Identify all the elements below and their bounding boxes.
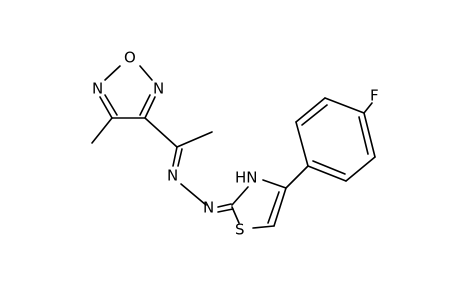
bond-ph-c3-c4 xyxy=(324,97,365,114)
bond-c-n-double-a xyxy=(172,146,178,167)
atom-label-oxadiazole-o: O xyxy=(124,49,136,67)
bond-c2-nh xyxy=(231,186,249,206)
atom-label-hydrazone-n1: N xyxy=(167,167,178,185)
oxadiazole-ring xyxy=(99,65,156,119)
bond-ph-c1-c2 xyxy=(295,121,309,167)
bond-o-n-right xyxy=(139,65,153,81)
bond-c3-imine-c xyxy=(144,117,178,148)
bond-n-n xyxy=(180,183,207,206)
bond-n-left-c4 xyxy=(99,96,113,119)
hydrazone-linker xyxy=(144,117,234,213)
bond-s-c2 xyxy=(231,206,240,224)
thiazole-ring xyxy=(231,179,287,229)
atom-label-thiazole-s: S xyxy=(235,221,245,239)
bond-ph-c5-c6 xyxy=(345,156,376,182)
bond-ph-c4-c5 xyxy=(363,112,376,158)
bond-thiazole-phenyl xyxy=(285,165,309,189)
bond-c4-c5 xyxy=(273,187,287,227)
bond-ph-c6-c1 xyxy=(307,165,347,182)
atom-label-oxadiazole-n-right: N xyxy=(153,80,164,98)
bond-c-n-double-b xyxy=(177,148,183,167)
bond-imine-methyl xyxy=(176,131,213,148)
atom-label-hydrazone-n2: N xyxy=(203,199,214,217)
bond-n-left-c4-double xyxy=(104,94,118,116)
bond-ph-c4-f xyxy=(363,102,373,114)
bond-c4-c5-double xyxy=(267,191,280,224)
bond-ph-c2-c3 xyxy=(295,97,326,123)
bond-n-right-c3-double xyxy=(139,94,151,116)
bond-n-c2-double-a xyxy=(217,203,232,208)
fluorophenyl-ring xyxy=(285,97,376,189)
bond-o-n-left xyxy=(104,65,121,81)
bond-c5-s xyxy=(252,225,275,229)
bond-ph-double-3 xyxy=(312,160,346,175)
bond-ph-double-2 xyxy=(358,116,369,155)
bond-n-c2-double-b xyxy=(217,208,234,213)
atom-label-fluorine: F xyxy=(370,87,379,105)
bond-n-right-c3 xyxy=(144,96,156,119)
atom-label-thiazole-nh: HN xyxy=(235,169,258,187)
bond-methyl-oxadiazole xyxy=(91,117,113,144)
bond-ph-double-1 xyxy=(301,104,328,126)
atom-label-oxadiazole-n-left: N xyxy=(92,80,103,98)
bond-nh-c4 xyxy=(262,179,287,189)
